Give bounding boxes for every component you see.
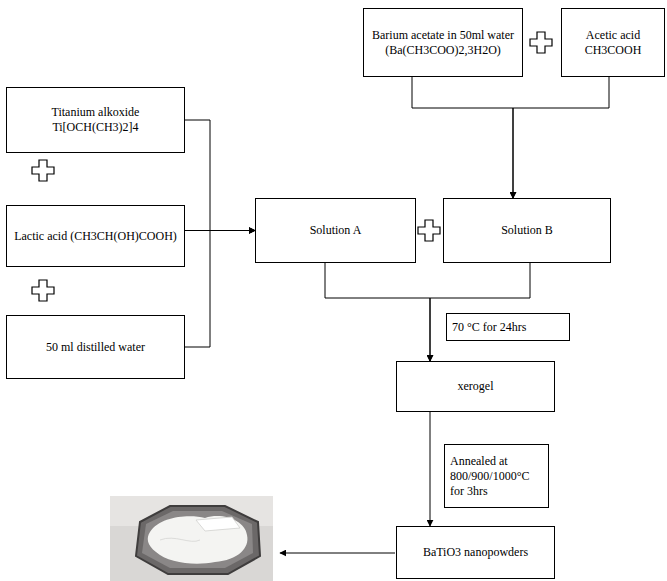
- flow-connector: [513, 77, 609, 198]
- reagent-box: 50 ml distilled water: [6, 315, 185, 379]
- reagent-box: Lactic acid (CH3CH(OH)COOH): [6, 205, 185, 267]
- powder-photo: [110, 496, 273, 581]
- node-text: Annealed at 800/900/1000°C for 3hrs: [450, 454, 543, 499]
- solution-box: Solution B: [443, 198, 611, 263]
- node-text: xerogel: [458, 379, 494, 394]
- node-text: Solution A: [310, 223, 362, 238]
- plus-sign: [530, 32, 552, 53]
- node-text: Lactic acid (CH3CH(OH)COOH): [14, 229, 177, 244]
- reagent-box: Acetic acid CH3COOH: [561, 8, 665, 77]
- node-text: Barium acetate in 50ml water (Ba(CH3COO)…: [369, 28, 517, 58]
- plus-sign: [418, 220, 440, 241]
- reagent-box: Barium acetate in 50ml water (Ba(CH3COO)…: [363, 8, 523, 77]
- condition-box: 70 °C for 24hrs: [446, 313, 570, 341]
- flow-connector: [185, 231, 255, 348]
- product-box: BaTiO3 nanopowders: [396, 526, 555, 579]
- plus-sign: [32, 280, 54, 301]
- node-text: 70 °C for 24hrs: [452, 320, 526, 335]
- reagent-box: Titanium alkoxide Ti[OCH(CH3)2]4: [6, 87, 185, 153]
- node-text: 50 ml distilled water: [46, 340, 145, 355]
- photo-pointer: [280, 553, 395, 554]
- node-text: BaTiO3 nanopowders: [423, 545, 528, 560]
- process-box: xerogel: [396, 361, 555, 412]
- condition-box: Annealed at 800/900/1000°C for 3hrs: [444, 444, 549, 508]
- flow-connector: [412, 77, 513, 198]
- plus-sign: [32, 160, 54, 181]
- node-text: Acetic acid CH3COOH: [567, 28, 659, 58]
- flow-connector: [430, 263, 530, 361]
- solution-box: Solution A: [255, 198, 416, 263]
- flow-connector: [185, 120, 255, 231]
- flow-connector: [325, 263, 430, 361]
- node-text: Titanium alkoxide Ti[OCH(CH3)2]4: [12, 105, 179, 135]
- flow-connector: [430, 412, 431, 526]
- node-text: Solution B: [501, 223, 553, 238]
